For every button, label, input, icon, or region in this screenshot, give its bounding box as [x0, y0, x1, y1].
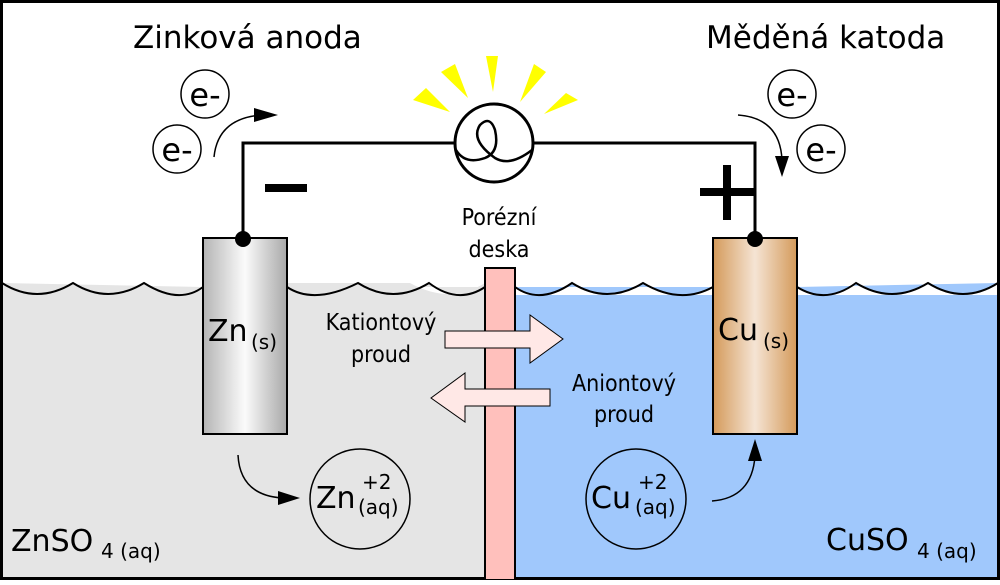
- light-bulb-icon: [453, 102, 535, 184]
- cathode-title: Měděná katoda: [706, 20, 945, 56]
- zinc-ion-circle: [309, 448, 411, 550]
- porous-plate-label-line1: Porézní: [462, 205, 538, 231]
- copper-ion-arrow: [711, 455, 756, 502]
- copper-ion-charge: +2: [638, 470, 667, 494]
- left-solution-surface: [1, 281, 486, 297]
- cation-flow-arrow: [444, 314, 564, 364]
- electron-label: e-: [189, 76, 220, 114]
- cation-flow-label-line2: proud: [351, 342, 411, 368]
- zinc-ion-symbol: Zn: [316, 481, 356, 516]
- copper-ion-symbol: Cu: [591, 481, 631, 516]
- arrowhead-icon: [278, 491, 300, 505]
- zinc-electrode-state: (s): [251, 330, 277, 354]
- left-solution-formula: ZnSO: [11, 524, 93, 559]
- arrowhead-icon: [254, 108, 278, 122]
- electron-label: e-: [776, 76, 807, 114]
- electron-label: e-: [805, 131, 836, 169]
- right-solution-subscript: 4 (aq): [917, 539, 977, 563]
- anion-flow-arrow: [430, 372, 551, 423]
- copper-ion-circle: [585, 448, 687, 550]
- electron-right-2: e-: [796, 124, 846, 174]
- copper-ion-state: (aq): [635, 495, 676, 519]
- zinc-ion-arrow: [237, 454, 283, 499]
- zinc-terminal: [235, 231, 251, 247]
- left-solution-subscript: 4 (aq): [101, 539, 161, 563]
- zinc-ion-state: (aq): [358, 495, 399, 519]
- circuit-wire: [241, 141, 757, 238]
- copper-electrode-state: (s): [763, 329, 789, 353]
- right-solution-surface: [514, 281, 999, 297]
- plus-sign-icon: [700, 165, 754, 220]
- zinc-ion-charge: +2: [362, 470, 391, 494]
- electron-left-1: e-: [180, 69, 230, 119]
- copper-electrode: [712, 237, 798, 435]
- zinc-electrode-symbol: Zn: [208, 314, 248, 349]
- right-solution-formula: CuSO: [826, 523, 909, 558]
- copper-electrode-symbol: Cu: [718, 313, 758, 348]
- electron-right-1: e-: [767, 69, 817, 119]
- electron-label: e-: [161, 131, 192, 169]
- anion-flow-label-line1: Aniontový: [572, 371, 676, 397]
- light-rays: [413, 56, 578, 114]
- minus-sign-icon: [265, 184, 307, 192]
- anode-title: Zinková anoda: [133, 20, 362, 56]
- porous-plate-label-line2: deska: [469, 237, 530, 263]
- porous-plate: [484, 267, 516, 581]
- arrowhead-icon: [748, 439, 762, 461]
- arrowhead-icon: [775, 156, 789, 177]
- cation-flow-label-line1: Kationtový: [326, 310, 437, 336]
- anion-flow-label-line2: proud: [594, 402, 654, 428]
- electron-flow-arrow-right: [737, 114, 783, 161]
- electron-left-2: e-: [152, 124, 202, 174]
- copper-terminal: [747, 231, 763, 247]
